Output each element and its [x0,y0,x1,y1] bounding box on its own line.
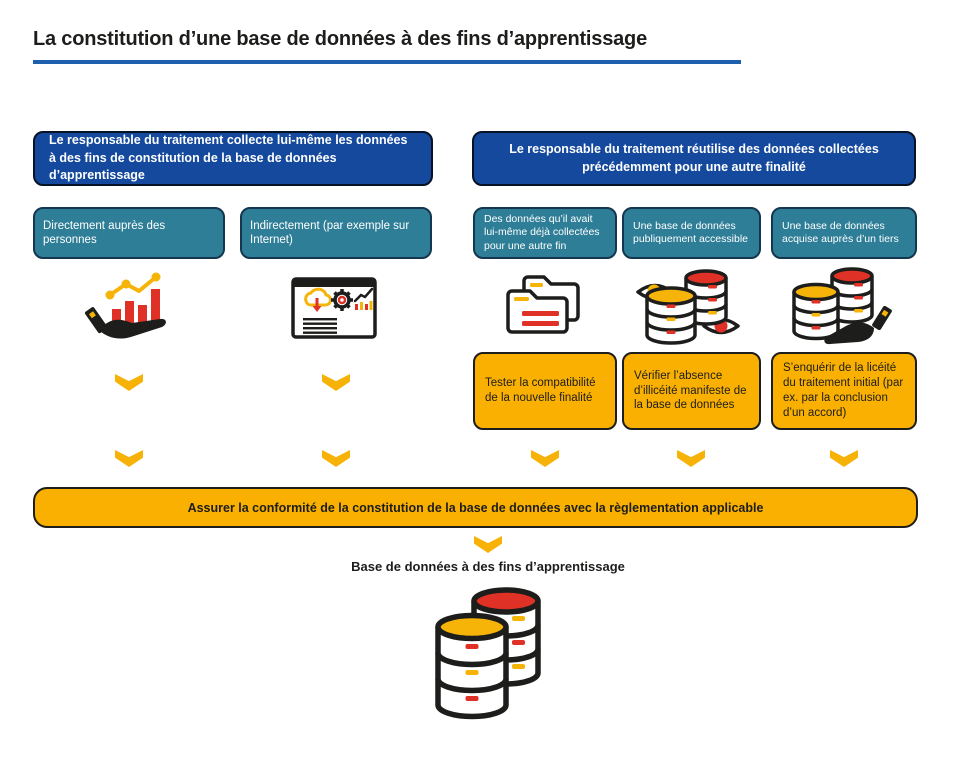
database-eyes-icon [634,266,742,350]
source-box-public-db: Une base de données publiquement accessi… [622,207,761,259]
action-box-illiceity-check: Vérifier l’absence d’illicéité manifeste… [622,352,761,430]
source-label: Une base de données acquise auprès d’un … [782,219,899,245]
arrow-down-icon [677,450,705,467]
source-label: Des données qu’il avait lui-même déjà co… [484,213,600,252]
result-label: Base de données à des fins d’apprentissa… [351,559,625,574]
folders-icon [504,271,586,339]
training-database-icon [420,583,556,723]
monitor-data-icon [291,277,377,339]
source-box-own-data: Des données qu’il avait lui-même déjà co… [473,207,617,259]
arrow-down-icon [115,450,143,467]
source-label: Une base de données publiquement accessi… [633,219,748,245]
right-branch-header: Le responsable du traitement réutilise d… [472,131,916,186]
source-label: Indirectement (par exemple sur Internet) [250,219,410,246]
conformity-banner: Assurer la conformité de la constitution… [33,487,918,528]
hand-chart-icon [82,271,178,345]
arrow-down-icon [322,450,350,467]
action-label: Vérifier l’absence d’illicéité manifeste… [634,369,747,412]
left-branch-header: Le responsable du traitement collecte lu… [33,131,433,186]
page-title: La constitution d’une base de données à … [33,28,647,50]
arrow-down-icon [474,536,502,553]
source-box-indirect: Indirectement (par exemple sur Internet) [240,207,432,259]
title-underline [33,60,741,64]
arrow-down-icon [531,450,559,467]
action-box-compatibility: Tester la compatibilité de la nouvelle f… [473,352,617,430]
arrow-down-icon [115,374,143,391]
source-box-third-party-db: Une base de données acquise auprès d’un … [771,207,917,259]
action-box-initial-liceity: S’enquérir de la licéité du traitement i… [771,352,917,430]
source-box-direct: Directement auprès des personnes [33,207,225,259]
action-label: S’enquérir de la licéité du traitement i… [783,362,904,419]
action-label: Tester la compatibilité de la nouvelle f… [485,377,596,404]
source-label: Directement auprès des personnes [43,219,166,246]
database-hand-icon [786,266,892,350]
arrow-down-icon [322,374,350,391]
arrow-down-icon [830,450,858,467]
